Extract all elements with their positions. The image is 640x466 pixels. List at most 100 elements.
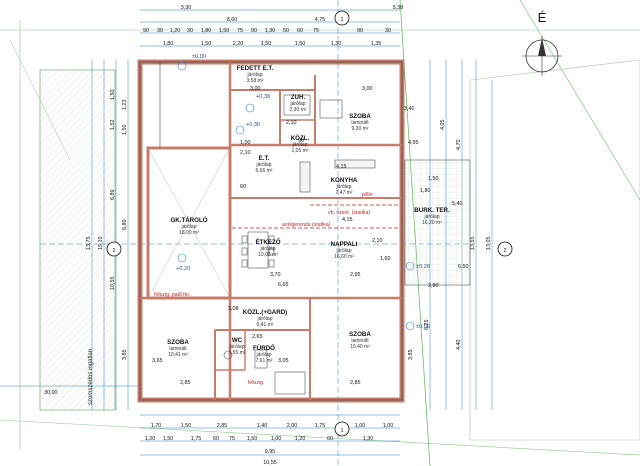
dim-bottom-row: 1,00 — [355, 423, 366, 429]
room-labels: FEDETT E.T. járólap 3,58 m² ZUH. járólap… — [167, 65, 450, 364]
dim-bottom-row: 1,40 — [257, 423, 268, 429]
level-3: +0,20 — [176, 266, 190, 272]
dim-bottom-row2: 1,75 — [191, 436, 202, 442]
dim-inner: 1,60 — [380, 256, 391, 262]
dim-bottom-row: 1,00 — [383, 423, 394, 429]
dim-top-a: 3,30 — [181, 5, 192, 11]
section-mark-bottom: 1 — [341, 428, 344, 434]
dim-inner: 4,15 — [336, 164, 347, 170]
dim-top-row: 30 — [157, 28, 163, 34]
note-insulation: hőszig. — [248, 380, 264, 386]
dim-left-b: 15,15 — [98, 237, 104, 251]
dim-inner: 3,65 — [152, 358, 163, 364]
dim-left-a: 13,75 — [86, 237, 92, 251]
section-marks — [106, 10, 513, 437]
dim-bottom-row: 1,75 — [315, 423, 326, 429]
dim-right-e: 4,40 — [456, 340, 462, 351]
room-floor: járólap — [335, 248, 351, 254]
level-5: ±0,00 — [416, 324, 430, 330]
room-name: WC — [232, 337, 243, 344]
dim-inner: 2,80 — [428, 283, 439, 289]
dining-table — [241, 231, 275, 269]
room-area: 1,05 m² — [292, 148, 309, 154]
dim-bottom-row: 1,50 — [181, 423, 192, 429]
section-mark-right: 2 — [504, 248, 507, 254]
room-name: SZOBA — [349, 331, 371, 338]
room-name: ZUH. — [291, 94, 306, 101]
dim-bottom-row2: 1,50 — [247, 436, 258, 442]
level-1: ±0,00 — [192, 54, 206, 60]
room-name: E.T. — [259, 155, 270, 162]
room-floor: járólap — [255, 162, 271, 168]
dim-bottom-row2: 1,20 — [295, 436, 306, 442]
room-name: FÜRDŐ — [253, 345, 275, 352]
dim-top-row2: 1,50 — [261, 41, 272, 47]
bathroom-fixtures — [223, 94, 343, 395]
room-area: 1,55 m² — [229, 350, 246, 356]
dim-top-row: 75 — [237, 28, 243, 34]
note-pillar: pillér — [362, 192, 373, 198]
level-6: +0,30 — [246, 122, 260, 128]
dim-side-30: 30,00 — [44, 390, 58, 396]
dim-inner: 2,85 — [350, 380, 361, 386]
dimension-lines — [0, 0, 493, 466]
room-floor: járólap — [291, 142, 307, 148]
note-steel-beam: acélgerenda (statika) — [282, 222, 331, 228]
dim-top-row: 90 — [143, 28, 149, 34]
room-floor: laminált — [351, 338, 369, 344]
terrace-tiles — [404, 159, 471, 286]
room-name: GK.TÁROLÓ — [170, 216, 207, 224]
room-floor: járólap — [246, 72, 262, 78]
note-rc-beam-dim: 4,15 — [342, 217, 353, 223]
dim-inner: 2,10 — [240, 150, 251, 156]
dim-top-row: 30 — [385, 28, 391, 34]
dim-top-row2: 1,80 — [163, 41, 174, 47]
dim-bottom-row2: 75 — [229, 436, 235, 442]
dim-top-total: 8,60 — [227, 17, 238, 23]
dim-top-row: 1,20 — [170, 28, 181, 34]
dim-top-row: 1,50 — [219, 28, 230, 34]
dim-bottom-row2: 60 — [213, 436, 219, 442]
room-area: 18,00 m² — [179, 230, 199, 236]
level-markers — [177, 61, 415, 331]
room-area: 10,41 m² — [168, 352, 188, 358]
room-area: 9,30 m² — [352, 126, 369, 132]
dim-inner: 2,95 — [350, 272, 361, 278]
dim-left-7: 1,52 — [110, 120, 116, 131]
room-area: 10,03 m² — [258, 252, 278, 258]
kitchen-counter — [299, 161, 311, 193]
dim-inner: 1,00 — [240, 140, 251, 146]
kitchen-island — [334, 159, 376, 169]
room-name: ÉTKEZŐ — [255, 238, 280, 246]
dim-top-row: 30 — [187, 28, 193, 34]
dim-inner: 6,50 — [458, 264, 469, 270]
room-area: 3,58 m² — [247, 78, 264, 84]
dim-inner: 6,65 — [278, 282, 289, 288]
note-floor-insulation: hőszig. padl.fel. — [154, 292, 190, 298]
dim-top-row: 75 — [313, 28, 319, 34]
dim-right-d: 6,25 — [424, 320, 430, 331]
north-arrow — [522, 36, 562, 76]
room-floor: járólap — [289, 101, 305, 107]
dim-left-3: 3,85 — [122, 350, 128, 361]
dim-left-2: 1,50 — [122, 125, 128, 136]
dim-right-g: 4,05 — [440, 120, 446, 131]
dim-bottom-row2: 1,30 — [363, 436, 374, 442]
dim-top-b: 4,75 — [315, 17, 326, 23]
dim-right-a: 13,55 — [470, 237, 476, 251]
room-floor: járólap — [180, 224, 196, 230]
dim-left-6: 1,50 — [110, 90, 116, 101]
room-floor: járólap — [423, 214, 439, 220]
room-area: 2,30 m² — [290, 107, 307, 113]
section-mark-top: 1 — [341, 17, 344, 23]
room-floor: laminált — [169, 346, 187, 352]
dim-top-c: 5,38 — [393, 5, 404, 11]
room-floor: járólap — [335, 184, 351, 190]
dim-top-row2: 1,35 — [371, 41, 382, 47]
room-area: 6,41 m² — [257, 322, 274, 328]
dim-inner: 90 — [298, 138, 304, 144]
section-mark-left: 2 — [113, 248, 116, 254]
dim-top-row2: 1,30 — [331, 41, 342, 47]
